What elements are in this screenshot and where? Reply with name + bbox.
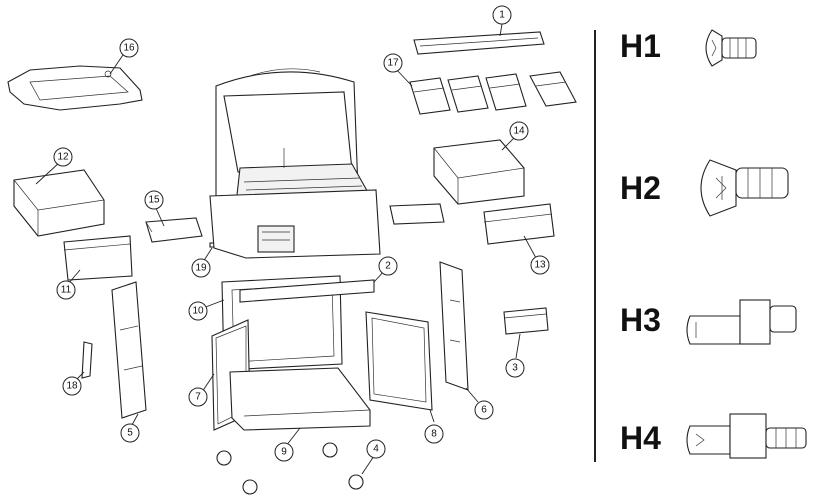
callout-6: 6 <box>481 405 487 416</box>
callout-2: 2 <box>385 261 391 272</box>
slotted-shoulder-bolt-icon <box>686 299 797 345</box>
part-3-block <box>503 307 549 359</box>
hardware-label-h2: H2 <box>620 170 661 206</box>
callout-1: 1 <box>499 10 505 21</box>
callout-11: 11 <box>61 285 72 296</box>
callout-labels: 1 2 3 4 5 6 7 8 9 10 11 12 13 14 15 16 1 <box>53 5 550 462</box>
part-5-left-panel <box>111 281 147 426</box>
callout-4: 4 <box>373 444 379 455</box>
divider-line <box>594 30 596 462</box>
callout-5: 5 <box>127 428 133 439</box>
part-17-cooking-grates <box>394 67 577 115</box>
callout-18: 18 <box>66 381 78 392</box>
hardware-label-h4: H4 <box>620 420 661 456</box>
grill-head <box>209 68 381 259</box>
right-drip-tray <box>389 203 445 225</box>
part-14-right-shelf <box>433 135 525 205</box>
callout-7: 7 <box>195 392 201 403</box>
part-15-grease-tray <box>145 205 203 243</box>
callout-13: 13 <box>534 260 546 271</box>
large-truss-head-phillips-screw-icon <box>700 159 789 217</box>
callout-17: 17 <box>387 58 399 69</box>
callout-8: 8 <box>431 429 437 440</box>
callout-12: 12 <box>57 152 69 163</box>
part-16-lid-shield <box>7 51 143 111</box>
part-18-bracket <box>75 341 93 381</box>
callout-14: 14 <box>513 126 525 137</box>
part-1-warming-rack <box>413 23 545 55</box>
part-4-casters <box>216 442 375 495</box>
part-6-right-panel <box>439 261 479 403</box>
part-8-right-door <box>365 311 435 423</box>
truss-head-phillips-screw-icon <box>705 29 757 67</box>
part-12-left-shelf <box>13 161 105 237</box>
phillips-shoulder-screw-icon <box>686 413 807 459</box>
callout-19: 19 <box>195 263 207 274</box>
callout-15: 15 <box>148 195 160 206</box>
part-11-left-tray <box>63 235 133 285</box>
hardware-label-h1: H1 <box>620 28 661 64</box>
callout-16: 16 <box>123 43 135 54</box>
callout-10: 10 <box>192 306 204 317</box>
callout-9: 9 <box>281 447 287 458</box>
part-13-right-tray <box>483 203 555 259</box>
callout-3: 3 <box>512 363 518 374</box>
hardware-label-h3: H3 <box>620 302 661 338</box>
part-9-cart-base <box>229 367 371 447</box>
